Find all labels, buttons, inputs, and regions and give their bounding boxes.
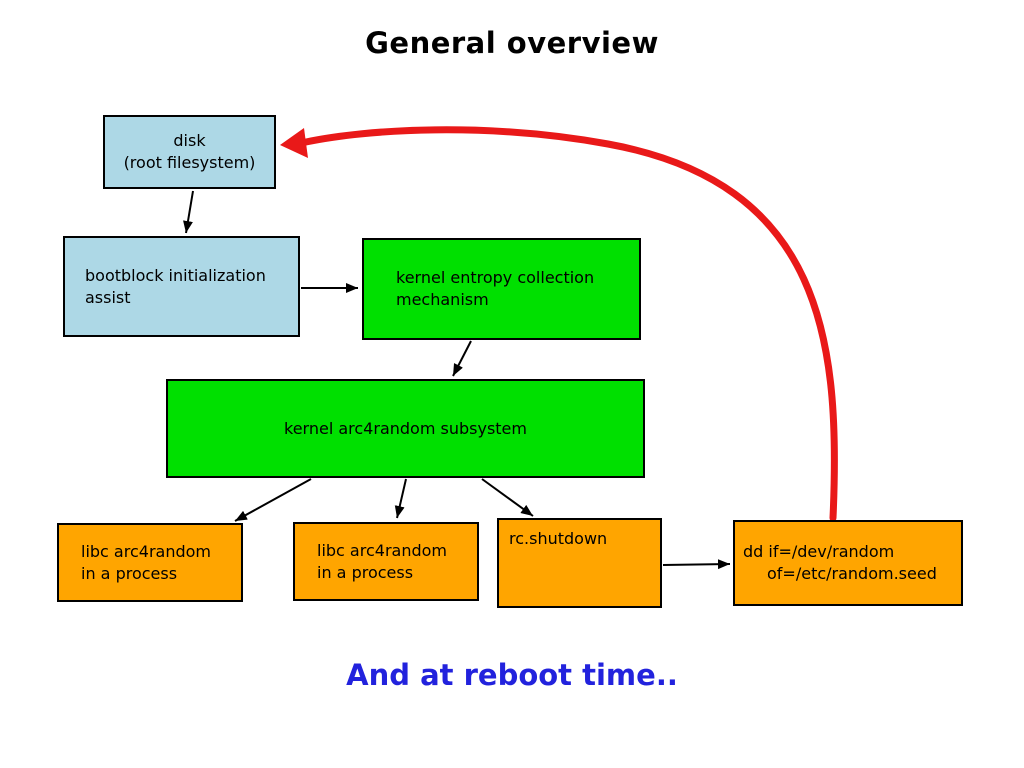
edge-entropy-to-subsystem <box>452 340 472 377</box>
edge-subsystem-to-libc2 <box>394 478 407 519</box>
node-label-line: dd if=/dev/random <box>743 542 895 561</box>
node-label-line: disk <box>173 131 206 150</box>
reboot-caption: And at reboot time.. <box>346 658 678 692</box>
node-disk-root-filesystem: disk (root filesystem) <box>103 115 276 189</box>
node-label-line: in a process <box>317 562 414 582</box>
edge-rcshutdown-to-dd <box>662 559 731 570</box>
edge-subsystem-to-libc1 <box>234 478 312 522</box>
node-label-line: libc arc4random <box>317 540 447 560</box>
node-label-line: (root filesystem) <box>123 153 256 172</box>
node-label-line: of=/etc/random.seed <box>767 564 937 583</box>
node-kernel-arc4random-subsystem: kernel arc4random subsystem <box>166 379 645 478</box>
node-label-line: rc.shutdown <box>509 529 608 548</box>
node-libc-arc4random-process-2: libc arc4random in a process <box>293 522 479 601</box>
edge-disk-to-bootblock <box>183 190 194 234</box>
node-label-line: libc arc4random <box>81 541 211 561</box>
node-label-line: kernel entropy collection <box>396 268 595 287</box>
red-arrowhead <box>280 128 308 158</box>
node-kernel-entropy-collection-mechanism: kernel entropy collection mechanism <box>362 238 641 340</box>
node-label-line: bootblock initialization <box>85 265 266 285</box>
slide-title: General overview <box>365 26 659 60</box>
edge-subsystem-to-rcshutdown <box>481 478 534 517</box>
node-label-line: mechanism <box>396 290 489 309</box>
node-rc-shutdown: rc.shutdown <box>497 518 662 608</box>
node-label-line: in a process <box>81 563 178 583</box>
node-label-line: assist <box>85 287 131 307</box>
node-libc-arc4random-process-1: libc arc4random in a process <box>57 523 243 602</box>
node-dd-random-seed: dd if=/dev/random of=/etc/random.seed <box>733 520 963 606</box>
node-label-line: kernel arc4random subsystem <box>284 418 527 438</box>
node-bootblock-initialization-assist: bootblock initialization assist <box>63 236 300 337</box>
